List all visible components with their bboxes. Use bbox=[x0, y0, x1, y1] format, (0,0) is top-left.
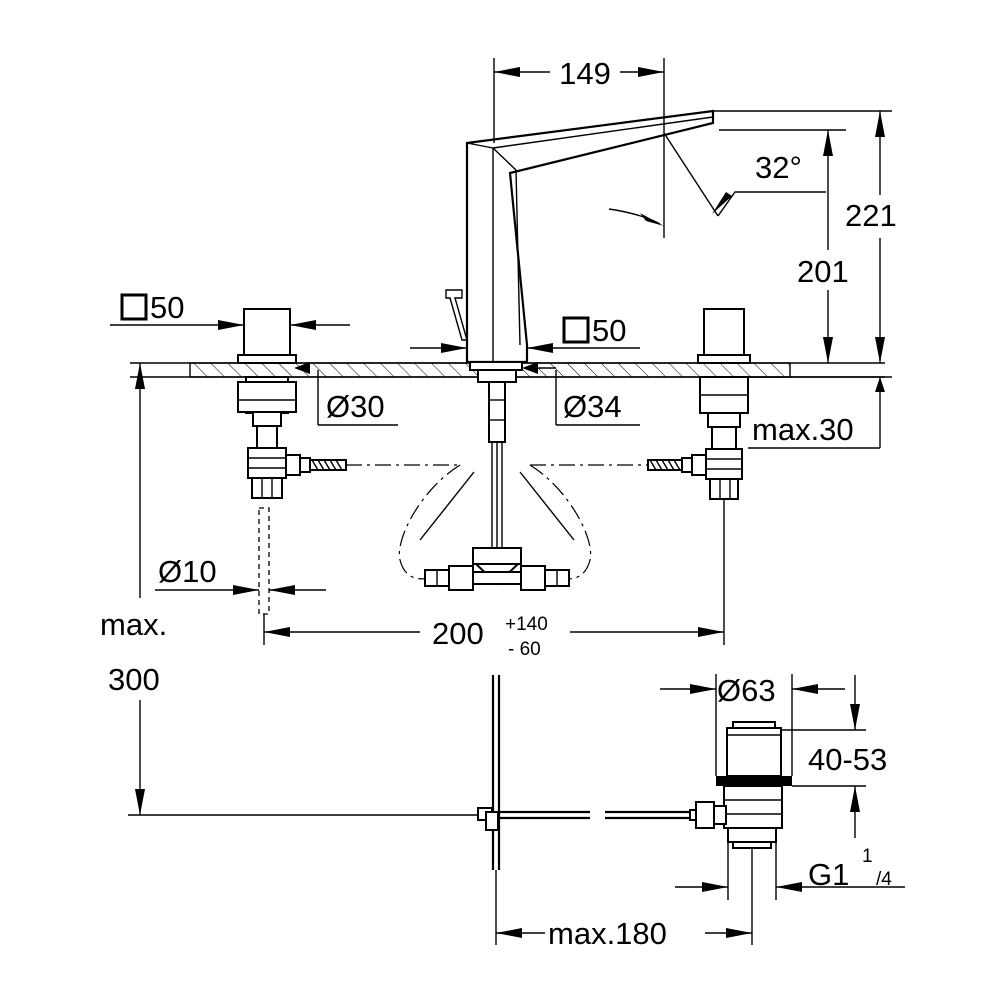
hose-routing bbox=[346, 464, 648, 591]
square-symbol-center bbox=[562, 316, 590, 344]
dim-hose-diameter: Ø10 bbox=[158, 554, 217, 589]
dim-waste-range: 40-53 bbox=[808, 742, 887, 777]
dim-hole-center: Ø34 bbox=[563, 389, 622, 424]
dim-spout-height: 201 bbox=[797, 254, 849, 289]
dim-hole-left: Ø30 bbox=[326, 389, 385, 424]
dim-max-label: max. bbox=[100, 607, 167, 642]
dim-deck-thickness: max.30 bbox=[752, 412, 854, 447]
dim-spacing: 200 bbox=[432, 616, 484, 651]
left-valve bbox=[237, 308, 347, 615]
right-valve bbox=[647, 308, 751, 500]
dim-spacing-plus: +140 bbox=[505, 614, 548, 635]
dim-spout-reach: 149 bbox=[559, 56, 611, 91]
square-symbol-left bbox=[120, 293, 148, 321]
spout bbox=[445, 109, 715, 548]
dim-thread-main: G1 bbox=[808, 857, 849, 892]
dim-thread-num: 1 bbox=[862, 846, 873, 867]
dim-spout-angle: 32° bbox=[755, 150, 802, 185]
dim-total-height: 221 bbox=[845, 198, 897, 233]
dim-spacing-minus: - 60 bbox=[508, 639, 541, 660]
dim-waste-diameter: Ø63 bbox=[717, 673, 776, 708]
waste-assembly bbox=[477, 675, 792, 870]
dim-waste-reach: max.180 bbox=[548, 916, 667, 951]
dim-handle-square-center: 50 bbox=[592, 313, 626, 348]
dim-handle-square-left: 50 bbox=[150, 290, 184, 325]
dimension-lines bbox=[110, 58, 905, 945]
dim-max-depth: 300 bbox=[108, 662, 160, 697]
dim-thread-den: /4 bbox=[876, 869, 892, 890]
